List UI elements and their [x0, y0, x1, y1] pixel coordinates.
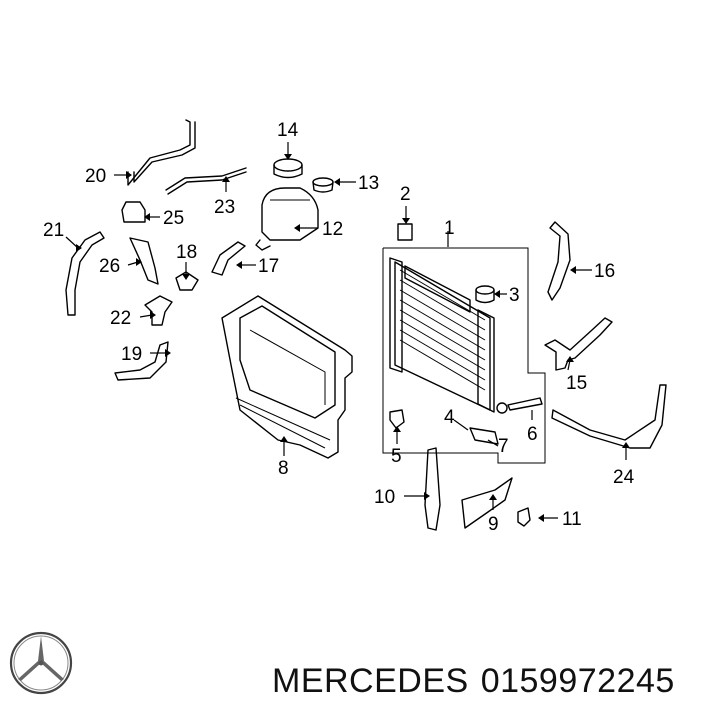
callout-25: 25 — [163, 208, 184, 229]
callout-10: 10 — [374, 487, 395, 508]
callout-23: 23 — [214, 197, 235, 218]
part-number: 0159972245 — [480, 662, 675, 700]
callout-11: 11 — [562, 509, 582, 530]
expansion-tank — [255, 158, 334, 251]
brand-name: MERCEDES — [272, 662, 469, 700]
callout-2: 2 — [400, 184, 411, 205]
hoses — [65, 119, 667, 531]
callout-14: 14 — [277, 120, 299, 141]
fan-shroud — [221, 295, 353, 459]
callout-3: 3 — [509, 285, 520, 306]
radiator-assembly — [382, 247, 546, 464]
callout-19: 19 — [121, 344, 142, 365]
callout-5: 5 — [391, 446, 402, 467]
callout-15: 15 — [566, 373, 587, 394]
callout-7: 7 — [498, 436, 509, 457]
leader-lines — [65, 142, 630, 522]
callout-12: 12 — [322, 219, 343, 240]
callout-18: 18 — [176, 242, 197, 263]
callout-24: 24 — [613, 467, 635, 488]
callout-20: 20 — [85, 166, 106, 187]
callout-21: 21 — [43, 220, 64, 241]
callout-4: 4 — [444, 407, 455, 428]
callout-22: 22 — [110, 308, 131, 329]
callout-26: 26 — [99, 256, 120, 277]
callout-8: 8 — [278, 458, 289, 479]
callout-17: 17 — [258, 256, 279, 277]
callout-6: 6 — [527, 424, 538, 445]
callout-16: 16 — [594, 261, 615, 282]
mercedes-star-icon — [6, 628, 76, 698]
callouts: 1 2 3 4 5 6 7 8 9 10 11 12 13 14 15 16 1… — [43, 120, 635, 535]
callout-13: 13 — [358, 173, 379, 194]
callout-9: 9 — [488, 514, 499, 535]
callout-1: 1 — [444, 218, 455, 239]
part-caption: MERCEDES 0159972245 — [272, 662, 687, 701]
